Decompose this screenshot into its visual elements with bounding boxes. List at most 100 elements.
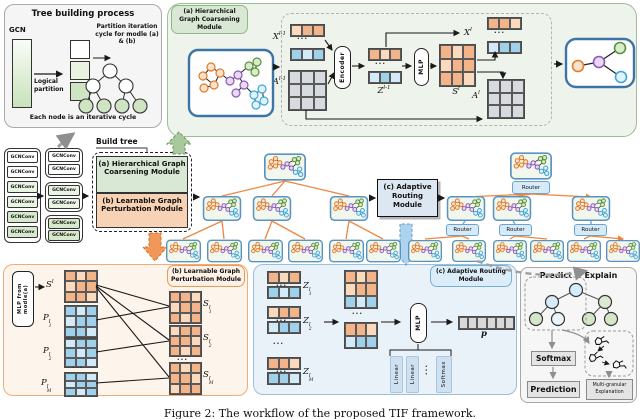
dots-z2: ... [276,315,287,323]
matrix-zm-top [267,357,301,370]
router-3: Router [574,224,607,236]
mlp-from-module-a-label: MLP from modle(a) [17,283,29,315]
dots-stack: ... [352,308,363,316]
tree2-leaf-1 [408,239,442,263]
gcn-bar [12,39,32,108]
orange-down-arrow [141,232,169,262]
dots-z: ... [375,58,386,66]
tree-building-title: Tree building process [31,9,135,19]
tree1-edges [182,180,384,240]
matrix-z-top [368,48,402,61]
partition-box-2 [70,61,90,80]
partition-note: Partition iteration cycle for modle (a) … [95,23,159,45]
gcnconv-box: GCNConv [48,151,80,162]
matrix-p2 [64,338,98,368]
tree1-leaf-1 [166,239,201,263]
matrix-s1 [169,291,202,324]
tree2-leaf-4 [530,239,564,263]
gcnconv-box: GCNConv [7,166,38,178]
dots-zm: ... [276,366,287,374]
logical-partition-label: Logical partition [34,78,64,93]
tree2-leaf-2 [452,239,486,263]
router-2: Router [499,224,532,236]
matrix-p1 [64,305,98,338]
panel-b-label: (b) Learnable Graph Perturbation Module [167,265,245,288]
tree1-leaf-3 [248,239,283,263]
mlp-box-a: MLP [414,48,429,86]
partition-box-1 [70,40,90,59]
panel-c-label: (c) Adaptive Routing Module [430,265,512,288]
linear-label-1: Linear [393,364,400,385]
tree-1 [166,153,401,263]
tree-2 [408,152,640,263]
softmax-box-c: Softmax [436,356,452,393]
tree1-child-2 [252,196,292,221]
gcnconv-box: GCNConv [48,218,80,229]
softmax-box-predict: Softmax [531,351,576,366]
panel-a-label: (a) Hierarchical Graph Coarsening Module [171,5,248,35]
matrix-s [439,44,476,87]
tree1-root [264,153,306,181]
matrix-sm [169,362,202,395]
label-s: Sl [452,86,460,97]
explanation-box: Multi-granular Explanation [586,379,633,400]
mlp-label-a: MLP [418,59,425,75]
tree1-child-3 [329,196,369,221]
matrix-stack-top [344,270,378,309]
prediction-box: Prediction [527,381,580,398]
tree2-leaf-fanout [424,236,623,239]
tree2-child-1 [446,196,486,221]
matrix-pm [64,372,98,397]
dots-x-prev: ... [297,33,308,41]
label-z-prev: Zl-1 [377,85,391,96]
label-x-next: Xl [464,27,472,38]
tree-building-footer: Each node is an iterative cycle [29,114,137,121]
tree1-child-1 [202,196,242,221]
matrix-a-prev [288,70,327,111]
tree2-child-3 [571,196,611,221]
gcnconv-box: GCNConv [7,196,38,208]
matrix-z1-bottom [267,286,301,299]
tree2-leaf-3 [493,239,527,263]
adaptive-routing-midbox: (c) Adaptive Routing Module [377,179,438,217]
label-sb: Sl [46,279,54,290]
p-vector [458,316,515,330]
tree1-leaf-6 [366,239,401,263]
encoder-box: Encoder [334,46,351,89]
dots-x-next: ... [494,27,505,35]
predict-title: Predict & Explain [539,271,618,280]
gcnconv-box: GCNConv [7,151,38,163]
matrix-z2-bottom [267,321,301,334]
label-p: p [481,329,487,339]
figure-caption: Figure 2: The workflow of the proposed T… [163,407,477,419]
dots-pb: ... [72,362,83,370]
mlp-box-c: MLP [410,303,427,343]
mlp-from-module-a-box: MLP from modle(a) [12,271,34,327]
matrix-zm-bottom [267,372,301,385]
dots-zmid: ... [273,338,284,346]
panel-a-inner-box [281,13,552,126]
build-tree-module-a: (a) Hierarchical Graph Coarsening Module [96,156,188,193]
gcnconv-box: GCNConv [7,226,38,238]
matrix-z-bottom [368,71,402,84]
matrix-x-prev-bottom [290,48,325,61]
linear-label-2: Linear [409,364,416,385]
tree2-leaf-5 [567,239,601,263]
tree1-leaf-4 [288,239,323,263]
mlp-label-c: MLP [415,315,422,331]
gcnconv-box: GCNConv [48,164,80,175]
matrix-z1-top [267,271,301,284]
dots-z1: ... [276,280,287,288]
build-tree-module-b: (b) Learnable Graph Perturbation Module [96,193,188,228]
softmax-label-c: Softmax [441,361,447,388]
label-a-prev: Al-1 [272,76,286,87]
